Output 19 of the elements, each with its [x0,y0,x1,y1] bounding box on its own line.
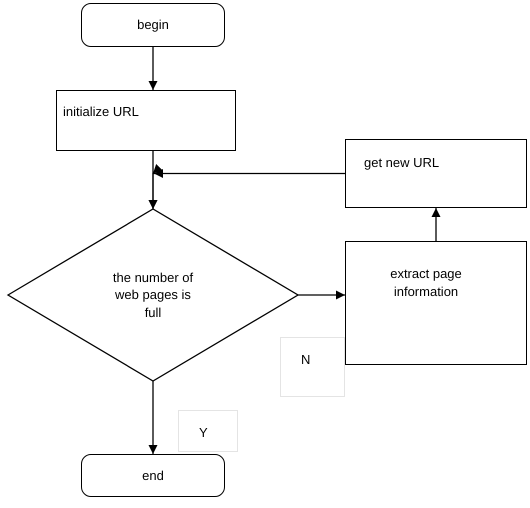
decision-diamond [6,208,300,382]
node-text: extract page information [389,265,463,301]
edge-label: Y [178,410,238,452]
node-text: begin [137,16,169,34]
arrow [148,381,158,454]
arrow [148,164,345,209]
edge-label: N [280,337,345,397]
node-text: initialize URL [63,102,139,120]
node-text: the number of web pages is full [112,268,194,322]
process-box [56,90,236,151]
process-box [345,241,527,365]
terminal-box [81,454,225,497]
node-text: get new URL [364,154,440,172]
arrow [148,47,158,90]
terminal-box [81,3,225,47]
arrow [298,290,345,300]
process-box [345,139,527,208]
node-text: end [142,466,164,484]
arrow [432,208,440,241]
